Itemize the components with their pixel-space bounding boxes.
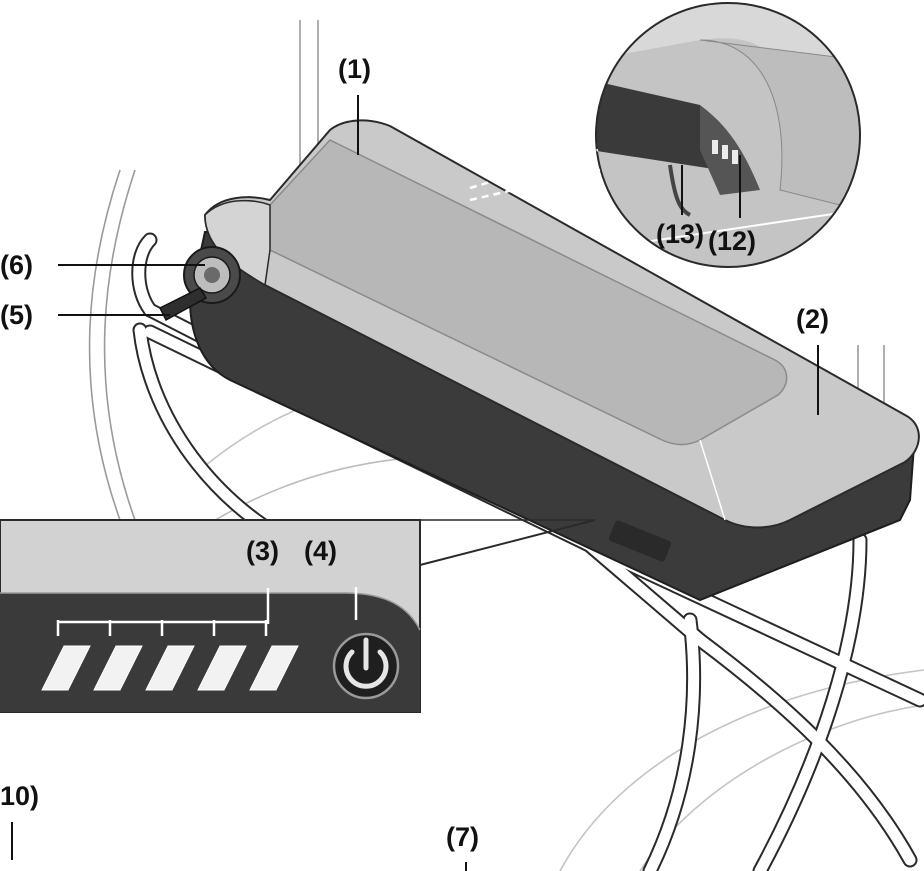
charge-led bbox=[249, 645, 299, 691]
power-button[interactable] bbox=[332, 587, 400, 700]
callout-10: 10) bbox=[0, 781, 39, 811]
callout-4: (4) bbox=[304, 536, 337, 566]
battery-pack bbox=[158, 119, 920, 602]
leader-lines bbox=[11, 95, 819, 871]
battery-label-panel bbox=[269, 139, 788, 446]
charge-led bbox=[145, 645, 195, 691]
charge-led bbox=[93, 645, 143, 691]
callout-2: (2) bbox=[796, 304, 829, 334]
charge-led bbox=[41, 645, 91, 691]
charge-led-row bbox=[41, 645, 299, 691]
callout-3: (3) bbox=[246, 536, 279, 566]
callout-7: (7) bbox=[446, 822, 479, 852]
callout-5: (5) bbox=[0, 300, 33, 330]
callout-12: (12) bbox=[708, 226, 756, 256]
charge-indicator-panel bbox=[0, 519, 596, 713]
contacts-icon bbox=[712, 140, 738, 164]
callout-13: (13) bbox=[656, 219, 704, 249]
callout-1: (1) bbox=[338, 54, 371, 84]
charge-led bbox=[197, 645, 247, 691]
led-bracket bbox=[56, 588, 270, 636]
callout-labels: (1) (2) (3) (4) (5) (6) (7) 10) (13) (12… bbox=[0, 54, 829, 852]
connector-magnifier bbox=[469, 2, 861, 268]
power-icon bbox=[343, 637, 389, 689]
callout-6: (6) bbox=[0, 250, 33, 280]
